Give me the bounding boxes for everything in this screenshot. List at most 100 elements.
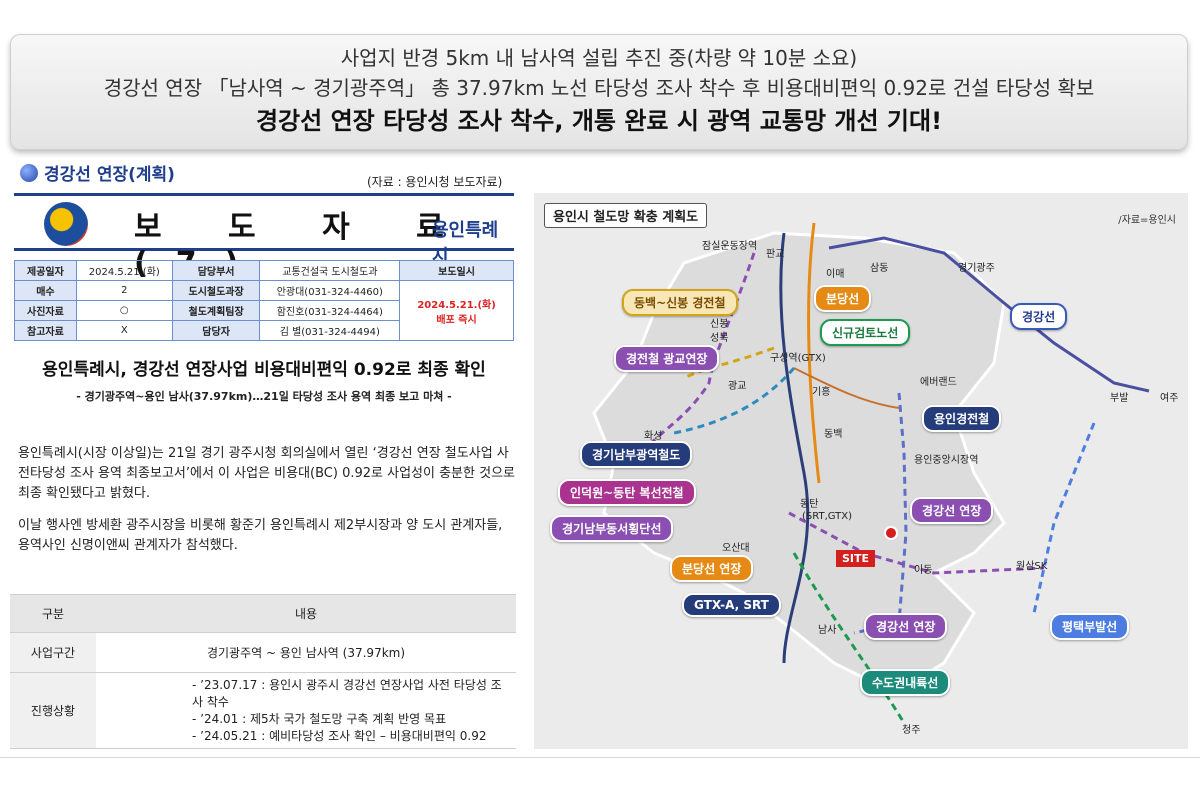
yongin-lrt-line [793, 367, 900, 409]
table-row: 매수 2 도시철도과장 안광대(031-324-4460) 2024.5.21.… [14, 280, 514, 341]
line-label-new-review: 신규검토노선 [820, 319, 911, 346]
station-label: 삼동 [870, 263, 889, 274]
row-value: 경기광주역 ~ 용인 남사역 (37.97km) [96, 632, 516, 673]
table-row: 사업구간 경기광주역 ~ 용인 남사역 (37.97km) [10, 632, 516, 673]
info-cell: 교통건설국 도시철도과 [259, 260, 401, 281]
station-label: 부발 [1110, 393, 1129, 404]
table-row: 사진자료 ○ 철도계획팀장 함진호(031-324-4464) [14, 300, 514, 321]
info-cell: X [75, 320, 173, 341]
map-title: 용인시 철도망 확충 계획도 [544, 203, 708, 228]
row-value: - ’23.07.17 : 용인시 광주시 경강선 연장사업 사전 타당성 조사… [96, 672, 516, 749]
station-label: 신봉 [710, 319, 729, 330]
station-label: 용인중앙시장역 [914, 455, 979, 466]
capital-inland-line [792, 552, 906, 724]
station-label: 기흥 [812, 387, 831, 398]
table-row: 진행상황 - ’23.07.17 : 용인시 광주시 경강선 연장사업 사전 타… [10, 672, 516, 749]
railway-plan-map: 용인시 철도망 확충 계획도 /자료=용인시 동백~신봉 경전철 분당선 신규검… [534, 193, 1188, 749]
map-graphic [592, 222, 1150, 724]
station-label: 여주 [1160, 393, 1179, 404]
station-label: 이동 [914, 565, 933, 576]
gyeonggang-line [828, 236, 1150, 393]
station-label: 원삼SK [1016, 561, 1048, 572]
info-cell: 참고자료 [14, 320, 77, 341]
site-label: SITE [836, 550, 876, 567]
info-cell: 2024.5.21.(화) [75, 260, 173, 281]
station-label: 에버랜드 [920, 377, 957, 388]
press-info-table: 제공일자 2024.5.21.(화) 담당부서 교통건설국 도시철도과 보도일시… [14, 260, 514, 341]
info-cell: 2 [75, 280, 173, 301]
release-date: 2024.5.21.(화) [417, 299, 496, 311]
info-cell: 보도일시 [399, 260, 514, 281]
banner-line-1: 사업지 반경 5km 내 남사역 설립 추진 중(차량 약 10분 소요) [340, 46, 858, 70]
station-label: 판교 [766, 249, 785, 260]
station-label: 화성 [644, 431, 663, 442]
gwanggyo-extension-line [683, 346, 775, 380]
line-label-bundang: 분당선 [814, 285, 872, 312]
station-label: 경기광주 [958, 263, 995, 274]
indeogwon-line [788, 511, 1045, 575]
top-banner: 사업지 반경 5km 내 남사역 설립 추진 중(차량 약 10분 소요) 경강… [10, 34, 1188, 150]
info-cell: 함진호(031-324-4464) [259, 300, 401, 321]
release-type: 배포 즉시 [436, 314, 477, 326]
line-label-bundang-extension: 분당선 연장 [670, 555, 754, 582]
station-label: 잠실운동장역 [702, 241, 758, 252]
gtx-line [779, 232, 810, 664]
pyeongtaek-line [1032, 422, 1096, 614]
table-row: 제공일자 2024.5.21.(화) 담당부서 교통건설국 도시철도과 보도일시 [14, 260, 514, 281]
info-cell: 철도계획팀장 [171, 300, 261, 321]
line-label-indeogwon-dongtan: 인덕원~동탄 복선전철 [558, 479, 696, 506]
table-row: 참고자료 X 담당자 김 별(031-324-4494) [14, 320, 514, 341]
station-label: 광교 [728, 381, 747, 392]
list-item: - ’24.05.21 : 예비타당성 조사 확인 – 비용대비편익 0.92 [192, 728, 487, 743]
line-label-dongbaek-sinbong: 동백~신봉 경전철 [622, 289, 738, 316]
station-label: 구성역(GTX) [770, 353, 826, 364]
source-note: (자료 : 용인시청 보도자료) [367, 175, 503, 189]
site-marker-icon [884, 526, 898, 540]
station-label: 동탄 [800, 499, 819, 510]
section-title: 경강선 연장(계획) [20, 160, 175, 185]
line-label-gyeonggi-south: 경기남부광역철도 [580, 441, 693, 468]
release-time-cell: 2024.5.21.(화) 배포 즉시 [399, 280, 514, 341]
city-seal-logo [44, 202, 88, 246]
table-header-row: 구분 내용 [10, 594, 516, 633]
line-label-gyeonggang-extension-south: 경강선 연장 [864, 613, 948, 640]
line-label-gyeonggang: 경강선 [1010, 303, 1068, 330]
info-cell: 김 별(031-324-4494) [259, 320, 401, 341]
press-paragraph-1: 용인특례시(시장 이상일)는 21일 경기 광주시청 회의실에서 열린 ‘경강선… [18, 446, 515, 501]
press-headline: 용인특례시, 경강선 연장사업 비용대비편익 0.92로 최종 확인 [42, 360, 486, 380]
info-cell: 사진자료 [14, 300, 77, 321]
station-label: 오산대 [722, 543, 750, 554]
line-label-capital-inland: 수도권내륙선 [860, 669, 951, 696]
station-label: 성복 [710, 333, 729, 344]
map-source: /자료=용인시 [1118, 215, 1176, 226]
line-label-east-west: 경기남부동서횡단선 [550, 515, 674, 542]
summary-table: 구분 내용 사업구간 경기광주역 ~ 용인 남사역 (37.97km) 진행상황… [10, 594, 516, 749]
info-cell: 도시철도과장 [171, 280, 261, 301]
gyeonggi-south-line [673, 367, 796, 435]
line-label-gtx-srt: GTX-A, SRT [682, 593, 781, 617]
row-key: 사업구간 [10, 632, 96, 673]
press-subheadline: - 경기광주역~용인 남사(37.97km)…21일 타당성 조사 용역 최종 … [76, 390, 452, 403]
station-label: 이매 [826, 269, 845, 280]
header-cell: 내용 [96, 594, 516, 633]
station-label: 남사 [818, 625, 837, 636]
header-cell: 구분 [10, 594, 96, 633]
list-item: - ’24.01 : 제5차 국가 철도망 구축 계획 반영 목표 [192, 711, 447, 726]
row-key: 진행상황 [10, 672, 96, 749]
station-label: (SRT,GTX) [802, 511, 853, 522]
info-cell: 안광대(031-324-4460) [259, 280, 401, 301]
line-label-gyeonggang-extension: 경강선 연장 [910, 497, 994, 524]
info-cell: 담당자 [171, 320, 261, 341]
info-cell: 담당부서 [171, 260, 261, 281]
page-divider [0, 757, 1200, 758]
banner-line-2: 경강선 연장 「남사역 ~ 경기광주역」 총 37.97km 노선 타당성 조사… [103, 76, 1095, 100]
bullet-icon [20, 163, 38, 182]
line-label-yongin-lrt: 용인경전철 [922, 405, 1002, 432]
info-cell: 제공일자 [14, 260, 77, 281]
line-label-pyeongtaek-bubal: 평택부발선 [1050, 613, 1130, 640]
press-paragraph-2: 이날 행사엔 방세환 광주시장을 비롯해 황준기 용인특례시 제2부시장과 양 … [18, 518, 503, 553]
list-item: - ’23.07.17 : 용인시 광주시 경강선 연장사업 사전 타당성 조사… [192, 677, 502, 709]
bundang-line [807, 222, 821, 484]
station-label: 동백 [824, 429, 843, 440]
info-cell: ○ [75, 300, 173, 321]
